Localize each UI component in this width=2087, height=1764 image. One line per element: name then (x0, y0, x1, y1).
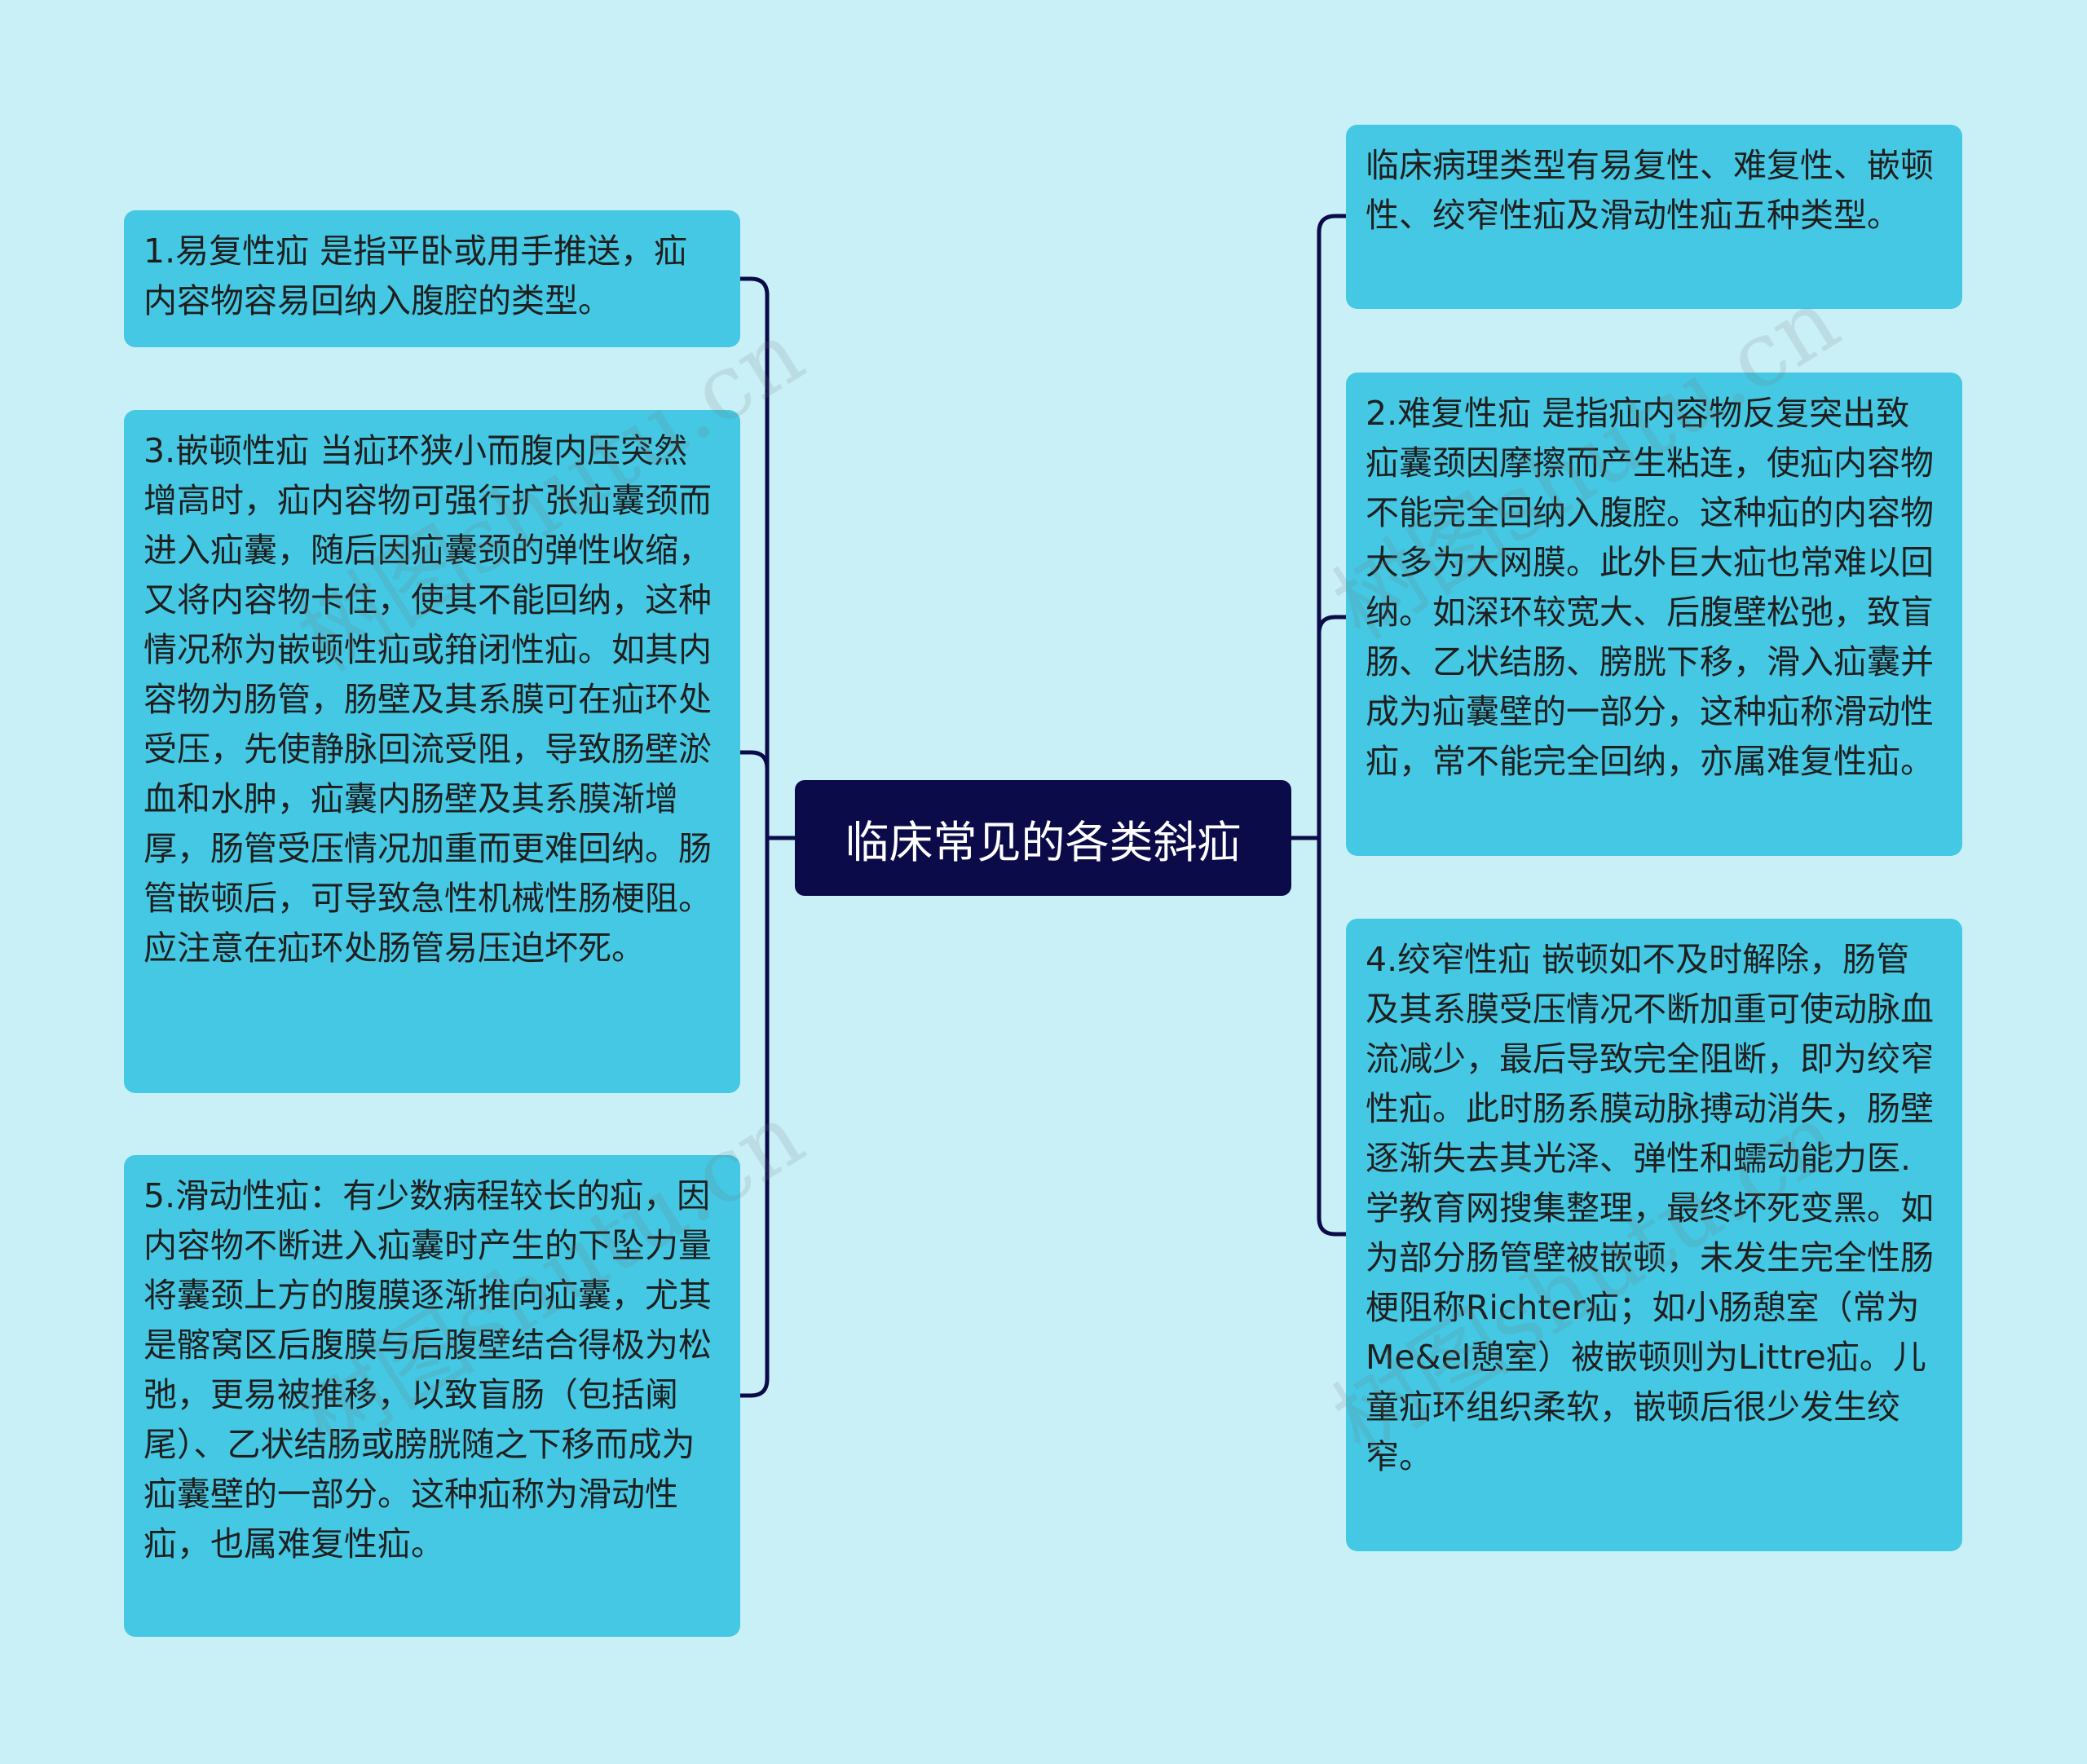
topic-node-text: 临床病理类型有易复性、难复性、嵌顿性、绞窄性疝及滑动性疝五种类型。 (1366, 146, 1934, 235)
connector-left-3 (738, 750, 770, 840)
topic-node-left-1[interactable]: 1.易复性疝 是指平卧或用手推送，疝内容物容易回纳入腹腔的类型。 (124, 210, 740, 347)
topic-node-left-5[interactable]: 5.滑动性疝：有少数病程较长的疝，因内容物不断进入疝囊时产生的下坠力量将囊颈上方… (124, 1155, 740, 1637)
topic-node-text: 5.滑动性疝：有少数病程较长的疝，因内容物不断进入疝囊时产生的下坠力量将囊颈上方… (143, 1176, 712, 1563)
topic-node-text: 3.嵌顿性疝 当疝环狭小而腹内压突然增高时，疝内容物可强行扩张疝囊颈而进入疝囊，… (143, 431, 712, 968)
connector-right-0 (1317, 214, 1348, 840)
central-topic-label: 临床常见的各类斜疝 (845, 816, 1242, 868)
topic-node-right-0[interactable]: 临床病理类型有易复性、难复性、嵌顿性、绞窄性疝及滑动性疝五种类型。 (1346, 125, 1962, 309)
connector-right-2 (1317, 615, 1348, 840)
topic-node-right-2[interactable]: 2.难复性疝 是指疝内容物反复突出致疝囊颈因摩擦而产生粘连，使疝内容物不能完全回… (1346, 373, 1962, 856)
topic-node-text: 1.易复性疝 是指平卧或用手推送，疝内容物容易回纳入腹腔的类型。 (143, 232, 688, 320)
connector-left-1 (738, 276, 770, 840)
connector-right-4 (1317, 836, 1348, 1237)
topic-node-text: 2.难复性疝 是指疝内容物反复突出致疝囊颈因摩擦而产生粘连，使疝内容物不能完全回… (1366, 394, 1934, 781)
central-topic[interactable]: 临床常见的各类斜疝 (795, 780, 1291, 896)
connector-left-5 (738, 836, 770, 1398)
topic-node-right-4[interactable]: 4.绞窄性疝 嵌顿如不及时解除，肠管及其系膜受压情况不断加重可使动脉血流减少，最… (1346, 919, 1962, 1551)
topic-node-left-3[interactable]: 3.嵌顿性疝 当疝环狭小而腹内压突然增高时，疝内容物可强行扩张疝囊颈而进入疝囊，… (124, 410, 740, 1093)
topic-node-text: 4.绞窄性疝 嵌顿如不及时解除，肠管及其系膜受压情况不断加重可使动脉血流减少，最… (1366, 940, 1934, 1476)
